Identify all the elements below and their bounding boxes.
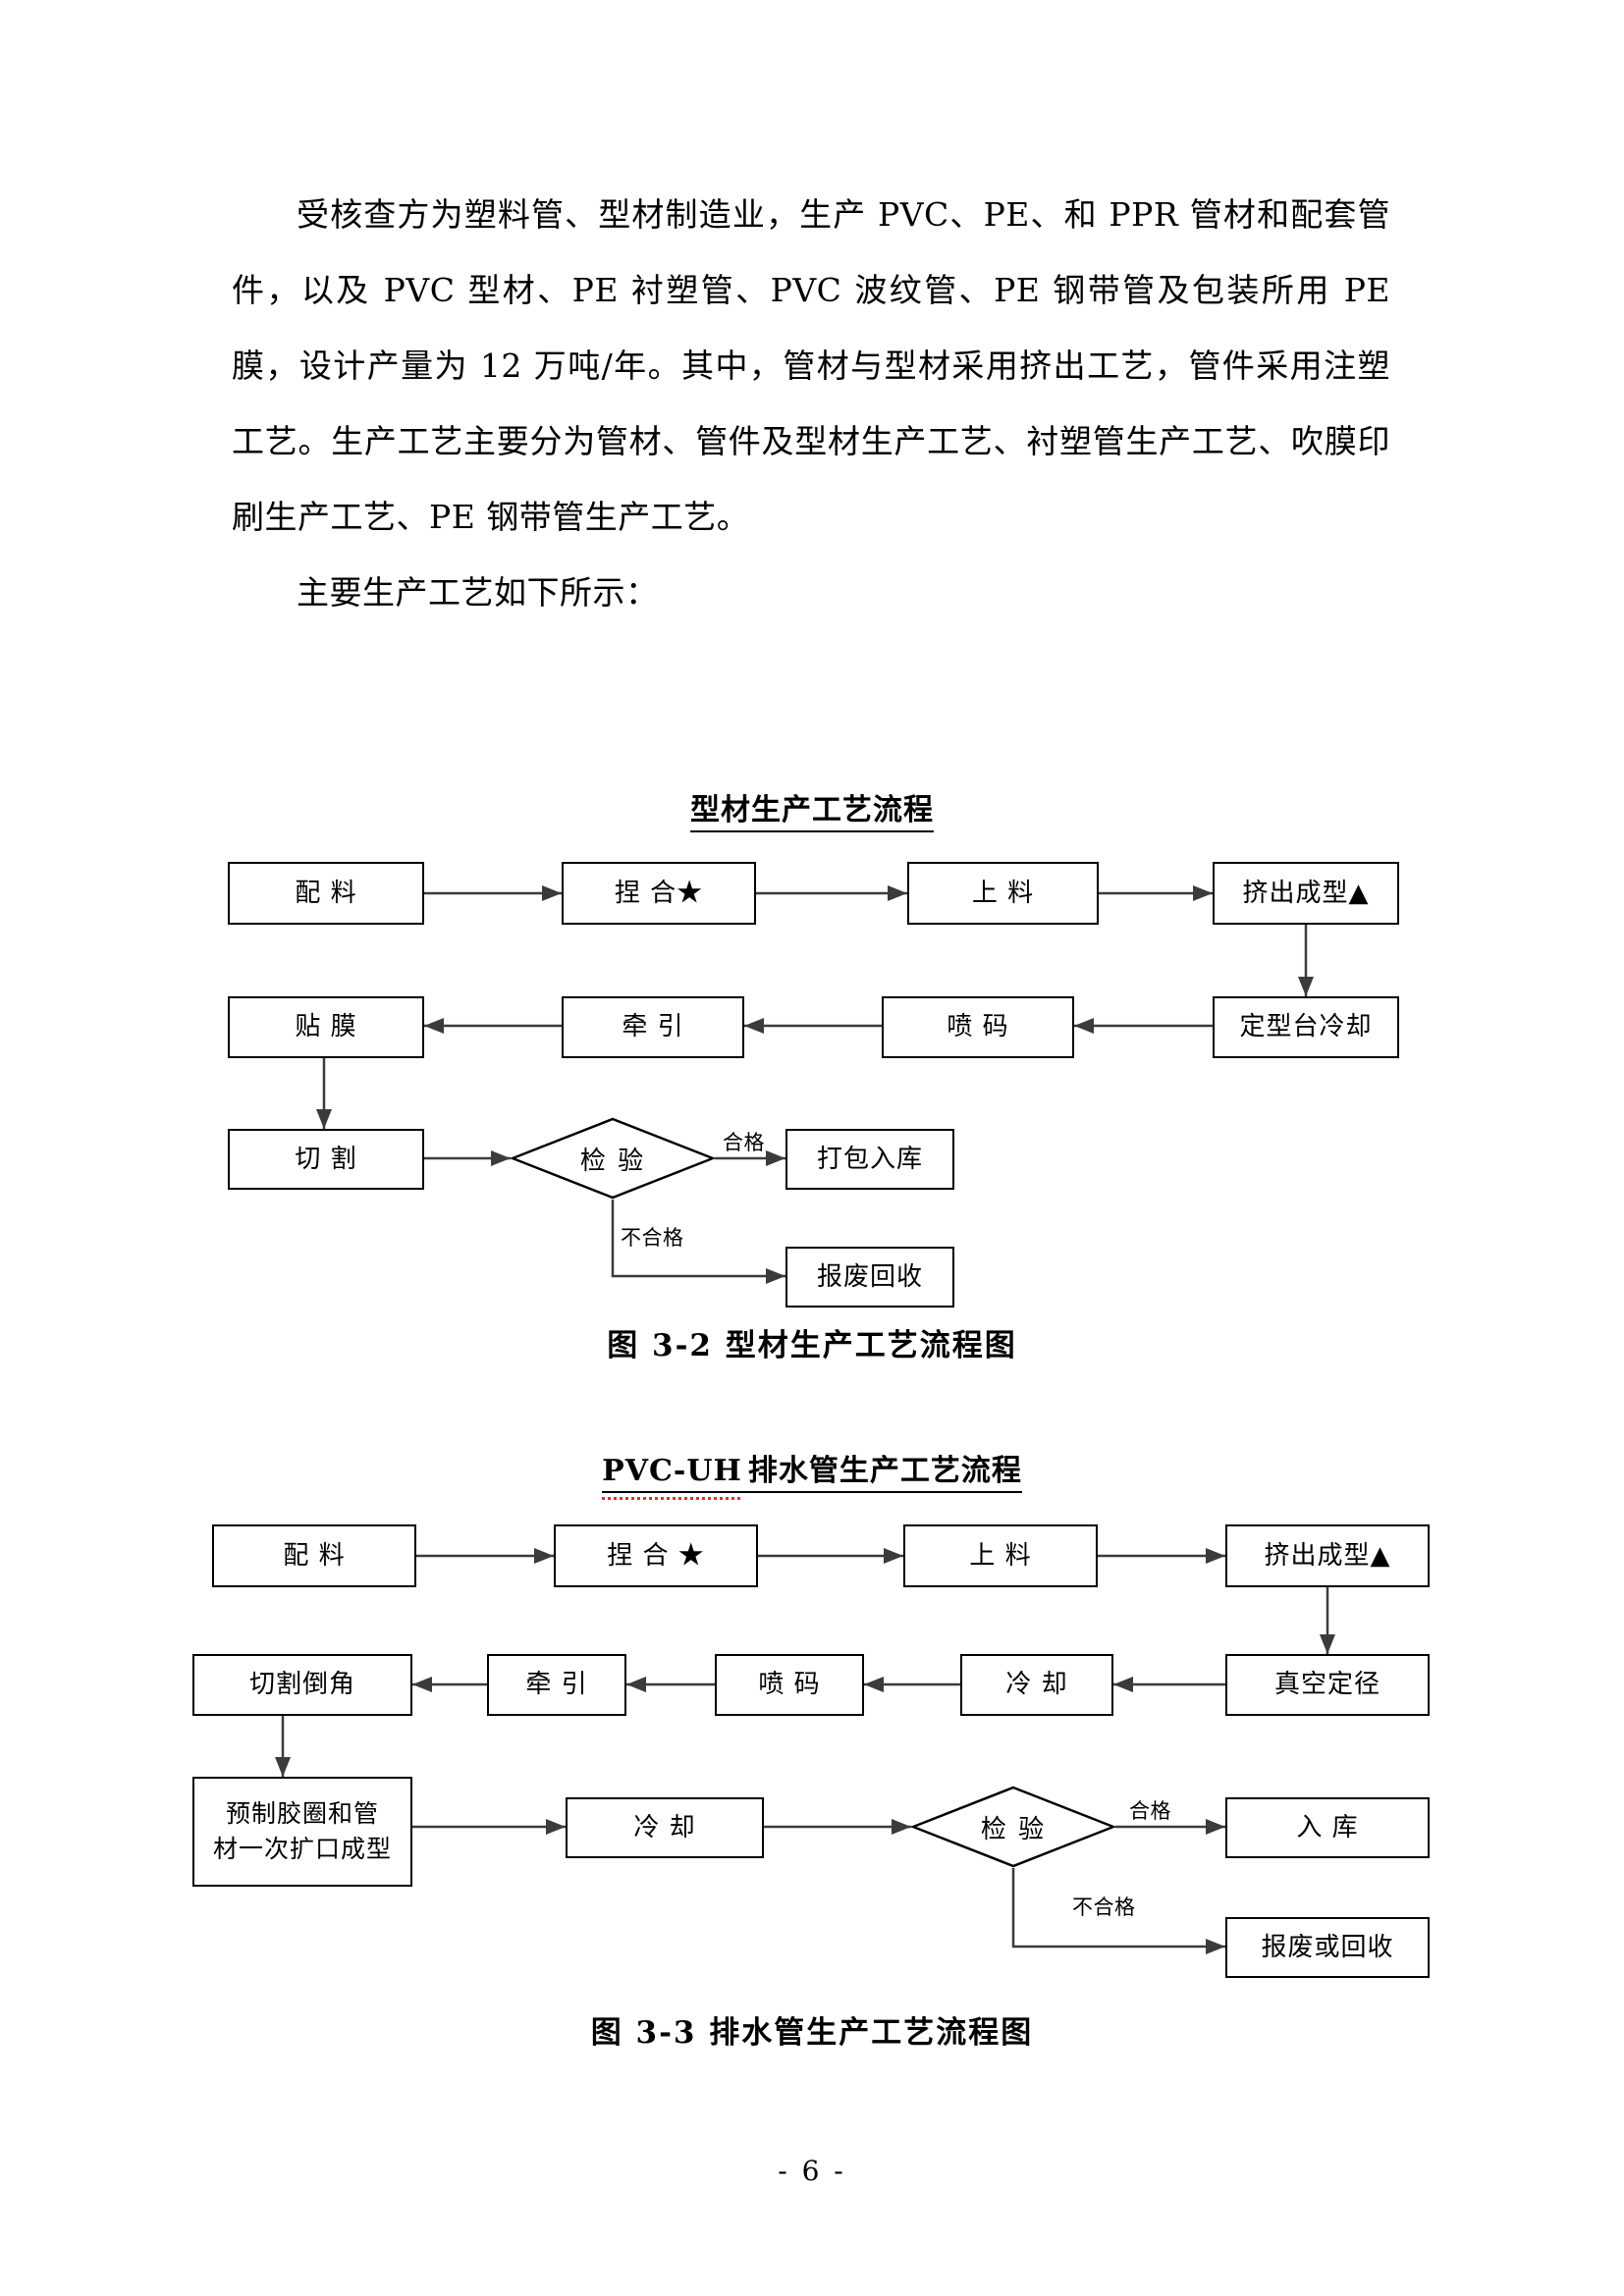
figure2-node-yuzhijiaoquan: 预制胶圈和管 材一次扩口成型 bbox=[192, 1777, 412, 1887]
figure1-node-baofeihuishou: 报废回收 bbox=[785, 1247, 954, 1308]
figure1-node-jichuchengxing: 挤出成型▲ bbox=[1213, 862, 1399, 925]
figure1-node-qianyin: 牵 引 bbox=[562, 996, 744, 1058]
paragraph-1: 受核查方为塑料管、型材制造业，生产 PVC、PE、和 PPR 管材和配套管件，以… bbox=[232, 195, 1390, 536]
figure1-node-jianyan: 检 验 bbox=[511, 1117, 715, 1200]
page-number: - 6 - bbox=[778, 2155, 846, 2187]
figure2-title-en: PVC-UH bbox=[602, 1454, 742, 1493]
figure1-title: 型材生产工艺流程 bbox=[0, 785, 1624, 832]
figure2-node-baofeihuohuishou: 报废或回收 bbox=[1225, 1917, 1430, 1978]
figure2-node-niehe: 捏 合 ★ bbox=[554, 1524, 758, 1587]
figure2-node-zhenkongdingjing: 真空定径 bbox=[1225, 1654, 1430, 1716]
figure1-node-shangliao: 上 料 bbox=[907, 862, 1099, 925]
figure1-flowchart: 配 料 捏 合★ 上 料 挤出成型▲ 定型台冷却 喷 码 牵 引 贴 膜 切 割… bbox=[0, 844, 1624, 1308]
figure1-caption: 图 3-2 型材生产工艺流程图 bbox=[607, 1328, 1017, 1363]
figure2-node-penma: 喷 码 bbox=[715, 1654, 864, 1716]
figure2-node-shangliao: 上 料 bbox=[903, 1524, 1098, 1587]
figure2-title-cn: 排水管生产工艺流程 bbox=[741, 1454, 1022, 1493]
figure2-node-qiegedaojiao: 切割倒角 bbox=[192, 1654, 412, 1716]
figure1-edge-label-pass: 合格 bbox=[723, 1131, 765, 1154]
figure1-node-dingxingtailengque: 定型台冷却 bbox=[1213, 996, 1399, 1058]
figure1-edge-label-fail: 不合格 bbox=[621, 1226, 684, 1250]
figure1-node-niehe: 捏 合★ bbox=[562, 862, 756, 925]
figure2-node-jichuchengxing: 挤出成型▲ bbox=[1225, 1524, 1430, 1587]
figure2-edge-label-pass: 合格 bbox=[1129, 1799, 1171, 1823]
figure2-caption: 图 3-3 排水管生产工艺流程图 bbox=[590, 2015, 1034, 2051]
figure2-node-lengque-1: 冷 却 bbox=[960, 1654, 1113, 1716]
body-text-block: 受核查方为塑料管、型材制造业，生产 PVC、PE、和 PPR 管材和配套管件，以… bbox=[232, 177, 1390, 630]
figure2-node-jianyan-label: 检 验 bbox=[980, 1814, 1047, 1844]
figure1-node-jianyan-label: 检 验 bbox=[579, 1146, 646, 1176]
figure2-node-ruku: 入 库 bbox=[1225, 1797, 1430, 1858]
figure1-node-peiliao: 配 料 bbox=[228, 862, 424, 925]
figure1-node-tiemo: 贴 膜 bbox=[228, 996, 424, 1058]
figure2-node-jianyan: 检 验 bbox=[911, 1786, 1115, 1868]
paragraph-2: 主要生产工艺如下所示： bbox=[297, 573, 659, 612]
figure1-node-penma: 喷 码 bbox=[882, 996, 1074, 1058]
figure1-node-dabaoruku: 打包入库 bbox=[785, 1129, 954, 1190]
figure2-node-qianyin: 牵 引 bbox=[487, 1654, 626, 1716]
figure1-node-qiege: 切 割 bbox=[228, 1129, 424, 1190]
figure2-node-lengque-2: 冷 却 bbox=[566, 1797, 764, 1858]
figure2-node-yuzhijiaoquan-line1: 预制胶圈和管 bbox=[225, 1798, 379, 1828]
figure2-flowchart: 配 料 捏 合 ★ 上 料 挤出成型▲ 真空定径 冷 却 喷 码 牵 引 切割倒… bbox=[0, 1507, 1624, 1978]
figure1-title-text: 型材生产工艺流程 bbox=[690, 793, 934, 832]
figure2-edge-label-fail: 不合格 bbox=[1072, 1896, 1136, 1919]
figure2-node-yuzhijiaoquan-line2: 材一次扩口成型 bbox=[212, 1835, 392, 1863]
figure2-node-peiliao: 配 料 bbox=[212, 1524, 416, 1587]
